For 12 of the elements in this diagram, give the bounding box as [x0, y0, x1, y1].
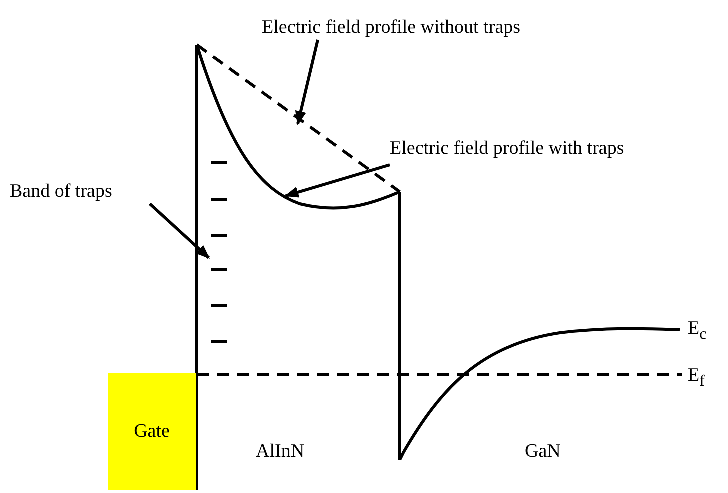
layer-label: AlInN — [256, 441, 305, 463]
trap-band — [211, 162, 227, 344]
energy-level-label: E$_{c}$ — [688, 318, 707, 345]
callout-text: Electric field profile with traps — [390, 138, 624, 160]
gate-block: Gate — [108, 373, 196, 490]
leader-arrow — [284, 164, 390, 198]
leader-arrow — [148, 202, 210, 260]
callout-text: Electric field profile without traps — [262, 17, 521, 39]
leader-arrow — [295, 40, 320, 126]
layer-label: GaN — [525, 441, 561, 463]
energy-level-label: E$_{f}$ — [688, 365, 705, 392]
callout-text: Band of traps — [10, 181, 112, 203]
